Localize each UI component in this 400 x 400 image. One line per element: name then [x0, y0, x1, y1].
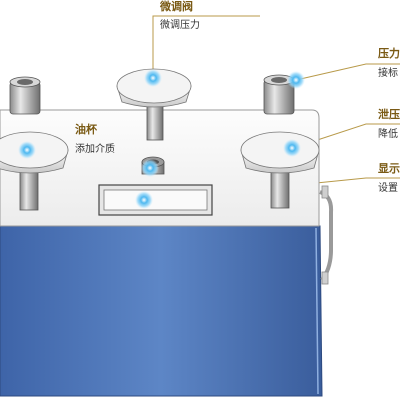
- leader-line-fine-valve: [152, 15, 260, 78]
- dot-relief-valve: [283, 139, 301, 157]
- dot-display: [135, 191, 153, 209]
- left-port-fitting: [9, 76, 41, 115]
- callout-fine-valve-title: 微调阀: [160, 0, 193, 13]
- side-handle: [319, 185, 334, 285]
- relief-valve-knob: [240, 131, 320, 209]
- callout-display-desc: 设置: [378, 183, 398, 194]
- callout-pressure-port-desc: 接标: [378, 68, 398, 79]
- callout-fine-valve-desc: 微调压力: [160, 20, 200, 31]
- pressure-port-fitting: [263, 74, 295, 115]
- leader-line-pressure-port: [295, 63, 400, 81]
- display-window: [98, 184, 213, 216]
- dot-fine-valve: [144, 69, 162, 87]
- callout-relief-valve-title: 泄压: [378, 108, 400, 121]
- dot-pressure-port: [287, 71, 305, 89]
- dot-left-knob: [18, 141, 36, 159]
- callout-relief-valve-desc: 降低: [378, 129, 398, 140]
- dot-oil-cup: [141, 159, 159, 177]
- indicator-dots: [18, 69, 305, 209]
- callout-oil-cup-desc: 添加介质: [75, 144, 115, 155]
- callout-display-title: 显示: [378, 162, 400, 175]
- device-body: [0, 225, 323, 397]
- callout-pressure-port-title: 压力: [378, 47, 400, 60]
- callout-oil-cup-title: 油杯: [75, 123, 97, 136]
